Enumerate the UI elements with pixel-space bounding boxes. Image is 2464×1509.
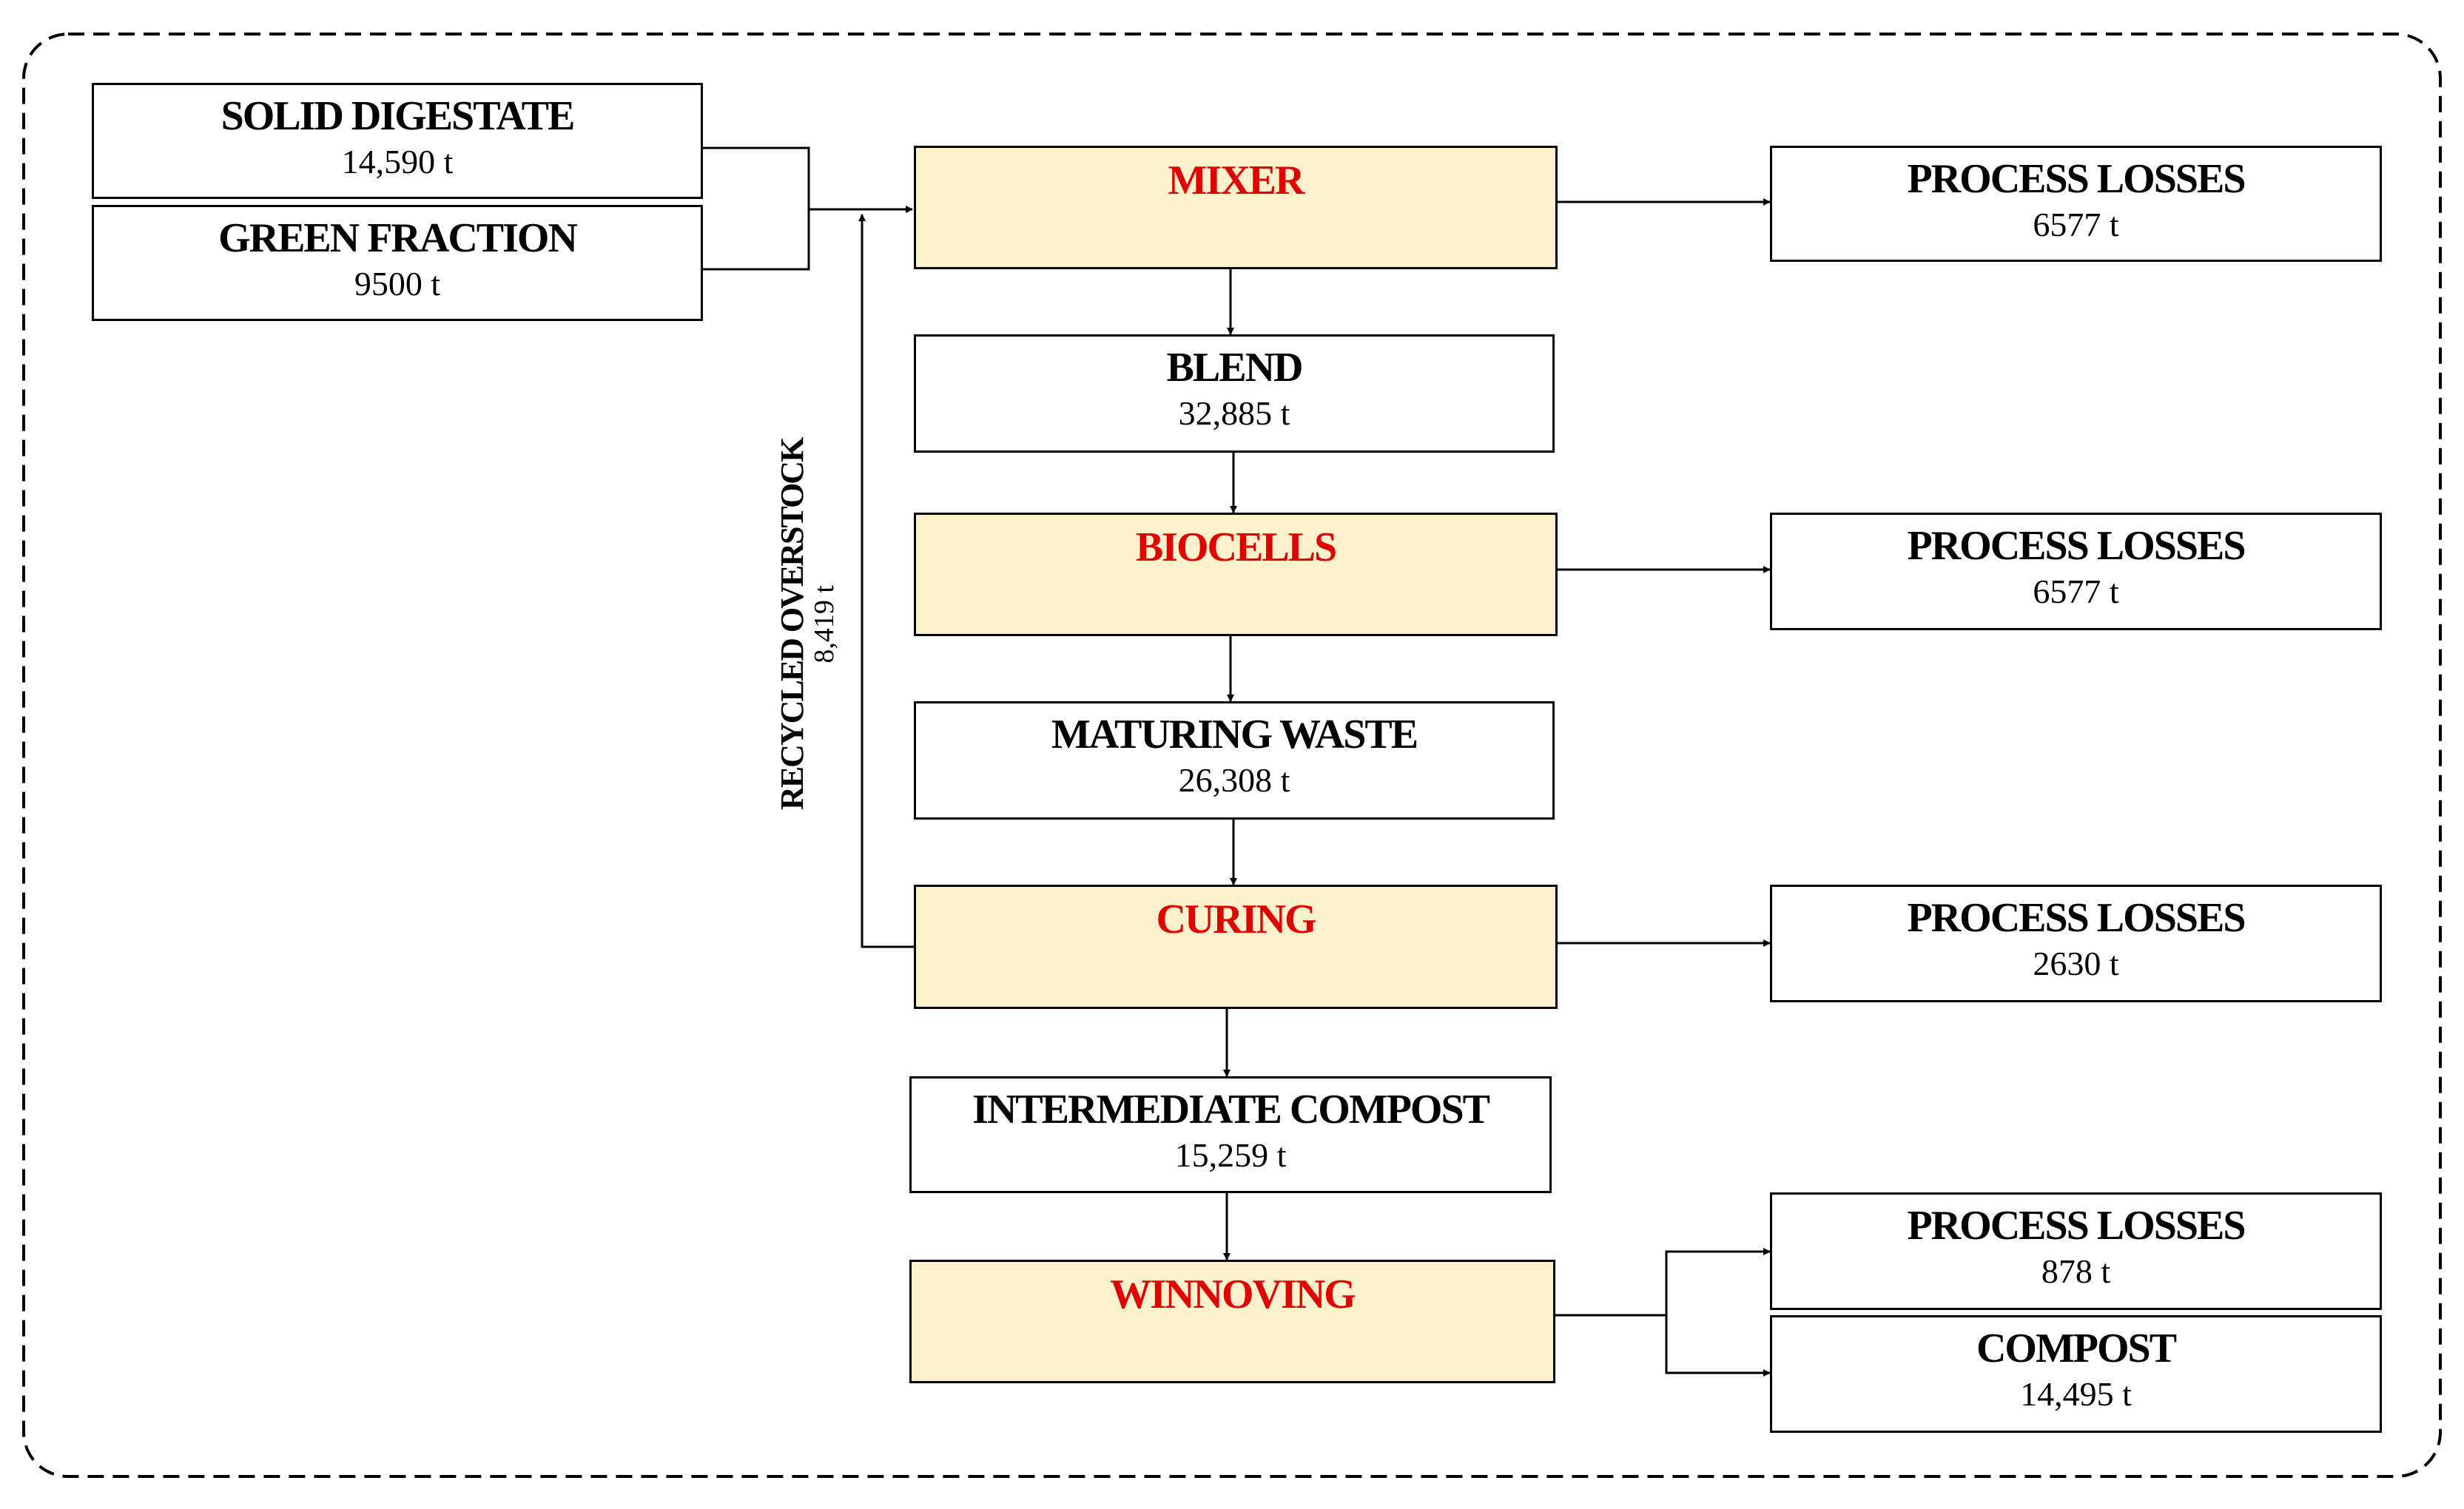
intermediate-value: 32,885 t (1178, 394, 1290, 432)
losses-title: PROCESS LOSSES (1907, 156, 2246, 202)
intermediate-title: INTERMEDIATE COMPOST (972, 1087, 1490, 1132)
arrow-winnoving-to-losses (1665, 1248, 1771, 1315)
process-mixer-box: MIXER (914, 146, 1558, 269)
input-title: SOLID DIGESTATE (221, 93, 576, 139)
intermediate-title: MATURING WASTE (1051, 712, 1418, 757)
losses-title: PROCESS LOSSES (1907, 895, 2246, 941)
losses-value: 2630 t (2033, 945, 2119, 982)
intermediate-compost-box: INTERMEDIATE COMPOST 15,259 t (909, 1076, 1552, 1193)
process-winnoving-box: WINNOVING (909, 1260, 1555, 1383)
recycled-overstock-label: RECYCLED OVERSTOCK 8,419 t (774, 438, 840, 810)
arrow-recycled-overstock (858, 214, 914, 948)
compost-title: COMPOST (1976, 1326, 2177, 1371)
blend-box: BLEND 32,885 t (914, 334, 1555, 453)
losses-title: PROCESS LOSSES (1907, 1203, 2246, 1249)
process-title: CURING (1156, 897, 1316, 942)
process-curing-box: CURING (914, 885, 1558, 1009)
input-title: GREEN FRACTION (218, 215, 578, 261)
input-solid-digestate-box: SOLID DIGESTATE 14,590 t (92, 83, 703, 199)
input-green-fraction-box: GREEN FRACTION 9500 t (92, 205, 703, 321)
compost-output-box: COMPOST 14,495 t (1770, 1315, 2382, 1433)
maturing-waste-box: MATURING WASTE 26,308 t (914, 701, 1555, 820)
process-losses-box-curing: PROCESS LOSSES 2630 t (1770, 885, 2382, 1002)
input-value: 9500 t (354, 265, 441, 303)
intermediate-value: 15,259 t (1174, 1136, 1287, 1174)
input-value: 14,590 t (341, 143, 454, 180)
recycled-overstock-title: RECYCLED OVERSTOCK (774, 438, 810, 810)
compost-value: 14,495 t (2020, 1375, 2132, 1413)
process-title: BIOCELLS (1135, 524, 1337, 570)
losses-value: 6577 t (2033, 206, 2119, 243)
process-title: MIXER (1168, 158, 1305, 203)
connector-solid-digestate (703, 146, 810, 209)
intermediate-title: BLEND (1166, 345, 1304, 391)
process-title: WINNOVING (1110, 1272, 1356, 1317)
process-losses-box-mixer: PROCESS LOSSES 6577 t (1770, 146, 2382, 262)
recycled-overstock-value: 8,419 t (809, 585, 840, 664)
dashed-frame (22, 33, 2442, 1478)
process-losses-box-biocells: PROCESS LOSSES 6577 t (1770, 513, 2382, 630)
process-losses-box-winnoving: PROCESS LOSSES 878 t (1770, 1192, 2382, 1310)
process-biocells-box: BIOCELLS (914, 513, 1558, 636)
intermediate-value: 26,308 t (1178, 761, 1290, 799)
losses-title: PROCESS LOSSES (1907, 523, 2246, 569)
arrow-winnoving-to-compost (1665, 1315, 1771, 1377)
connector-green-fraction (703, 209, 810, 271)
losses-value: 878 t (2041, 1252, 2111, 1290)
losses-value: 6577 t (2033, 573, 2119, 610)
